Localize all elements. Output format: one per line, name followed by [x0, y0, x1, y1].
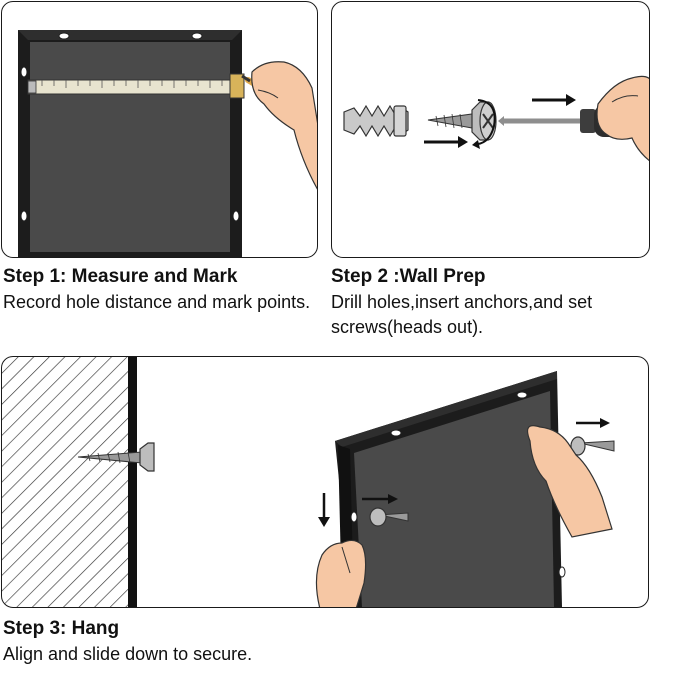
wall-anchor-icon: [343, 104, 409, 138]
picture-frame-back: [18, 30, 242, 257]
step1-title: Step 1: Measure and Mark: [3, 266, 238, 287]
tape-measure-icon: [27, 73, 245, 99]
keyhole-hanger-icon: [20, 32, 240, 222]
step2-description: Drill holes,insert anchors,and set screw…: [331, 292, 593, 337]
step3-description: Align and slide down to secure.: [3, 644, 253, 664]
step2-caption: Step 2 :Wall Prep Drill holes,insert anc…: [331, 266, 671, 340]
picture-frame: [335, 371, 562, 607]
arrow-right-icon: [424, 136, 468, 148]
step2-panel: [331, 1, 650, 258]
rotate-icon: [472, 99, 496, 149]
arrow-right-icon: [532, 94, 576, 106]
step1-caption: Step 1: Measure and Mark Record hole dis…: [3, 266, 323, 315]
frame-screw-icon: [369, 507, 409, 527]
wall-screw-icon: [77, 442, 155, 472]
right-screw-icon: [570, 436, 615, 456]
step2-illustration: [343, 75, 649, 162]
step1-panel: [1, 1, 318, 258]
arrow-down-icon: [318, 493, 330, 527]
arrow-right-icon: [362, 494, 398, 504]
step1-illustration: [18, 30, 317, 257]
step3-title: Step 3: Hang: [3, 618, 120, 639]
wall-hatch: [2, 357, 137, 607]
hand-icon: [251, 61, 317, 190]
hand-icon: [596, 75, 649, 162]
arrow-right-icon: [576, 418, 610, 428]
step1-description: Record hole distance and mark points.: [3, 292, 311, 312]
step3-illustration: [2, 357, 615, 607]
step3-panel: [1, 356, 649, 608]
screw-icon: [427, 101, 497, 141]
step3-caption: Step 3: Hang Align and slide down to sec…: [3, 618, 323, 667]
hand-icon: [527, 425, 613, 538]
step2-title: Step 2 :Wall Prep: [331, 266, 486, 287]
hand-icon: [315, 539, 367, 607]
